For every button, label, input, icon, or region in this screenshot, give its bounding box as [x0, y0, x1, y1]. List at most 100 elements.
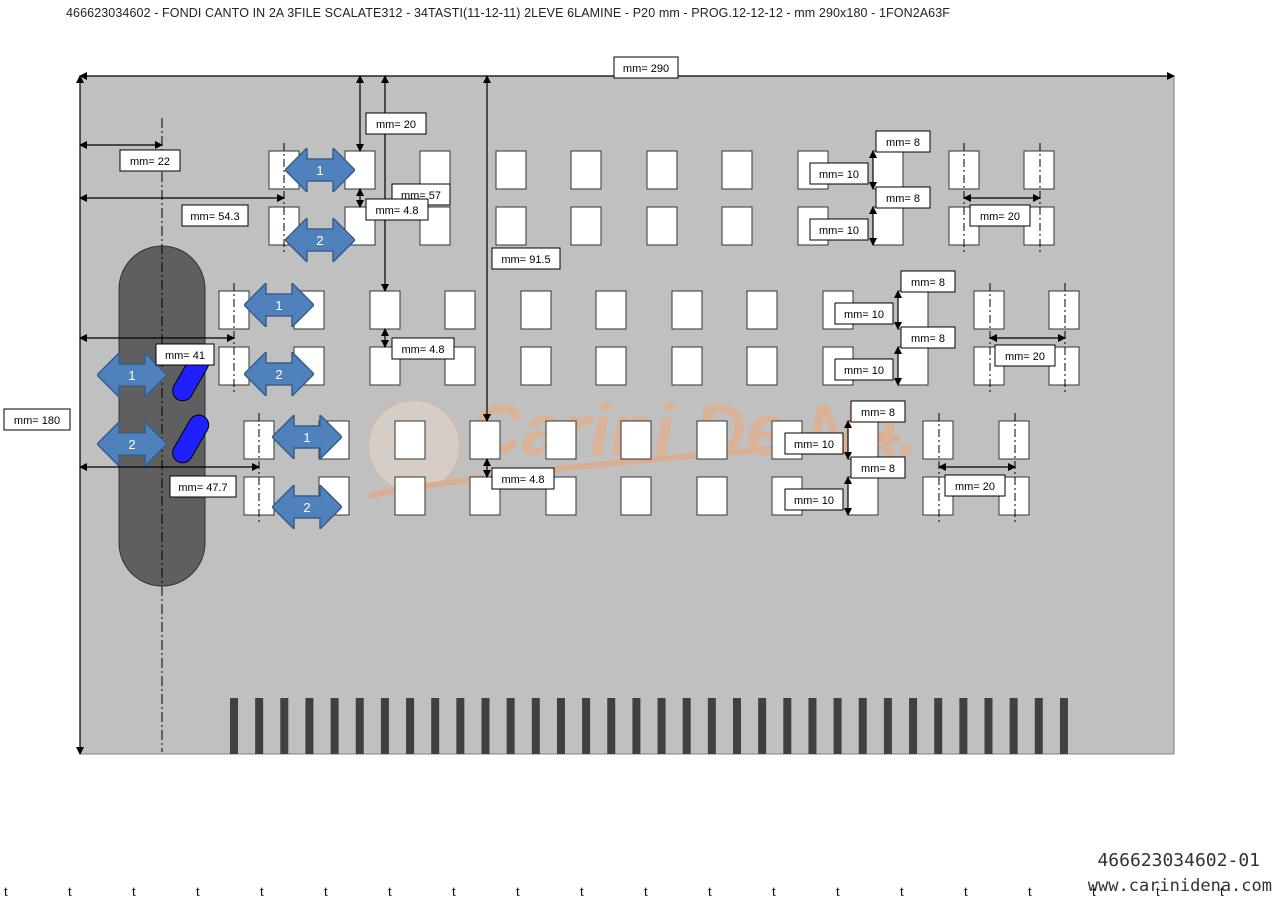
- dim-label-r3-h1: mm= 10: [784, 432, 844, 455]
- lever-slider: [172, 414, 210, 464]
- key-hole: [595, 290, 627, 330]
- reed-bar: [632, 698, 641, 754]
- dim-label-top-20: mm= 20: [365, 112, 427, 135]
- dimension-lines: [76, 72, 1175, 755]
- website-link[interactable]: www.carinidena.com: [1087, 876, 1272, 896]
- dim-label-r2-w2: mm= 8: [900, 326, 956, 349]
- svg-text:mm= 8: mm= 8: [886, 137, 920, 149]
- key-hole: [922, 420, 954, 460]
- key-hole: [419, 150, 451, 190]
- key-hole: [897, 346, 929, 386]
- reed-bar: [355, 698, 364, 754]
- key-hole: [394, 420, 426, 460]
- reed-bar: [959, 698, 968, 754]
- reed-bar: [582, 698, 591, 754]
- footer-mark: t: [260, 884, 264, 899]
- reed-bar: [783, 698, 792, 754]
- dim-label-r2-w1: mm= 8: [900, 270, 956, 293]
- footer-mark: t: [452, 884, 456, 899]
- svg-text:2: 2: [316, 233, 323, 248]
- svg-text:mm= 20: mm= 20: [980, 211, 1020, 223]
- reed-bar: [481, 698, 490, 754]
- footer-mark: t: [644, 884, 648, 899]
- svg-text:mm= 20: mm= 20: [1005, 351, 1045, 363]
- svg-text:mm= 10: mm= 10: [844, 309, 884, 321]
- reed-bar: [833, 698, 842, 754]
- reed-bar: [431, 698, 440, 754]
- key-holes: [218, 143, 1080, 523]
- svg-text:2: 2: [275, 367, 282, 382]
- svg-text:1: 1: [303, 430, 310, 445]
- key-hole: [570, 206, 602, 246]
- svg-text:mm= 4.8: mm= 4.8: [375, 205, 418, 217]
- drawing-title: 466623034602 - FONDI CANTO IN 2A 3FILE S…: [66, 6, 951, 20]
- board: [79, 75, 1175, 755]
- svg-text:mm= 91.5: mm= 91.5: [501, 254, 550, 266]
- reed-bar: [657, 698, 666, 754]
- dim-label-left-22: mm= 22: [119, 149, 181, 172]
- svg-text:mm= 20: mm= 20: [376, 119, 416, 131]
- dim-label-height: mm= 180: [3, 408, 71, 431]
- footer-mark: t: [708, 884, 712, 899]
- reed-bar: [506, 698, 515, 754]
- arrow-r1-2: 2: [285, 218, 355, 262]
- footer-mark: t: [388, 884, 392, 899]
- reed-bar: [1009, 698, 1018, 754]
- reed-bar: [858, 698, 867, 754]
- key-hole: [646, 206, 678, 246]
- svg-text:mm= 4.8: mm= 4.8: [401, 344, 444, 356]
- key-hole: [696, 420, 728, 460]
- dim-label-r2-h2: mm= 10: [834, 358, 894, 381]
- svg-text:mm= 180: mm= 180: [14, 415, 60, 427]
- reed-bar: [733, 698, 741, 754]
- key-hole: [520, 346, 552, 386]
- arrow-r2-1: 1: [244, 283, 314, 327]
- reed-bar: [280, 698, 289, 754]
- footer-mark: t: [1220, 884, 1224, 899]
- reed-bar: [380, 698, 389, 754]
- svg-text:mm= 4.8: mm= 4.8: [501, 474, 544, 486]
- dim-label-top-91: mm= 91.5: [491, 247, 561, 270]
- svg-text:1: 1: [316, 163, 323, 178]
- svg-text:1: 1: [275, 298, 282, 313]
- reed-bar: [1059, 698, 1068, 754]
- key-hole: [495, 206, 527, 246]
- footer-mark: t: [4, 884, 8, 899]
- arrow-r2-2: 2: [244, 352, 314, 396]
- key-hole: [545, 420, 577, 460]
- reed-bar: [255, 698, 264, 754]
- footer-mark: t: [196, 884, 200, 899]
- dim-label-gap3: mm= 4.8: [491, 467, 555, 490]
- footer-mark: t: [836, 884, 840, 899]
- footer-mark: t: [324, 884, 328, 899]
- dim-label-gap1: mm= 4.8: [365, 198, 429, 221]
- reed-bar: [707, 698, 716, 754]
- key-hole: [671, 290, 703, 330]
- key-hole: [872, 150, 904, 190]
- reed-bar: [406, 698, 415, 754]
- arrow-lever-1: 1: [97, 353, 167, 397]
- svg-text:mm= 10: mm= 10: [819, 169, 859, 181]
- svg-text:mm= 41: mm= 41: [165, 350, 205, 362]
- reed-bar: [808, 698, 817, 754]
- svg-text:mm= 8: mm= 8: [911, 333, 945, 345]
- reed-bar: [758, 698, 767, 754]
- reed-bar: [556, 698, 565, 754]
- dim-label-r1-w1: mm= 8: [875, 130, 931, 153]
- reed-bar: [682, 698, 691, 754]
- svg-text:mm= 10: mm= 10: [819, 225, 859, 237]
- dim-label-left-47: mm= 47.7: [169, 475, 237, 498]
- key-hole: [746, 290, 778, 330]
- key-hole: [394, 476, 426, 516]
- dim-label-left-41: mm= 41: [155, 343, 215, 366]
- svg-text:1: 1: [128, 368, 135, 383]
- reed-bar: [984, 698, 993, 754]
- svg-text:mm= 8: mm= 8: [911, 277, 945, 289]
- footer-mark: t: [132, 884, 136, 899]
- reed-bar: [305, 698, 314, 754]
- arrow-r3-1: 1: [272, 415, 342, 459]
- footer-mark: t: [964, 884, 968, 899]
- reed-bar: [934, 698, 943, 754]
- key-hole: [973, 290, 1005, 330]
- svg-text:2: 2: [303, 500, 310, 515]
